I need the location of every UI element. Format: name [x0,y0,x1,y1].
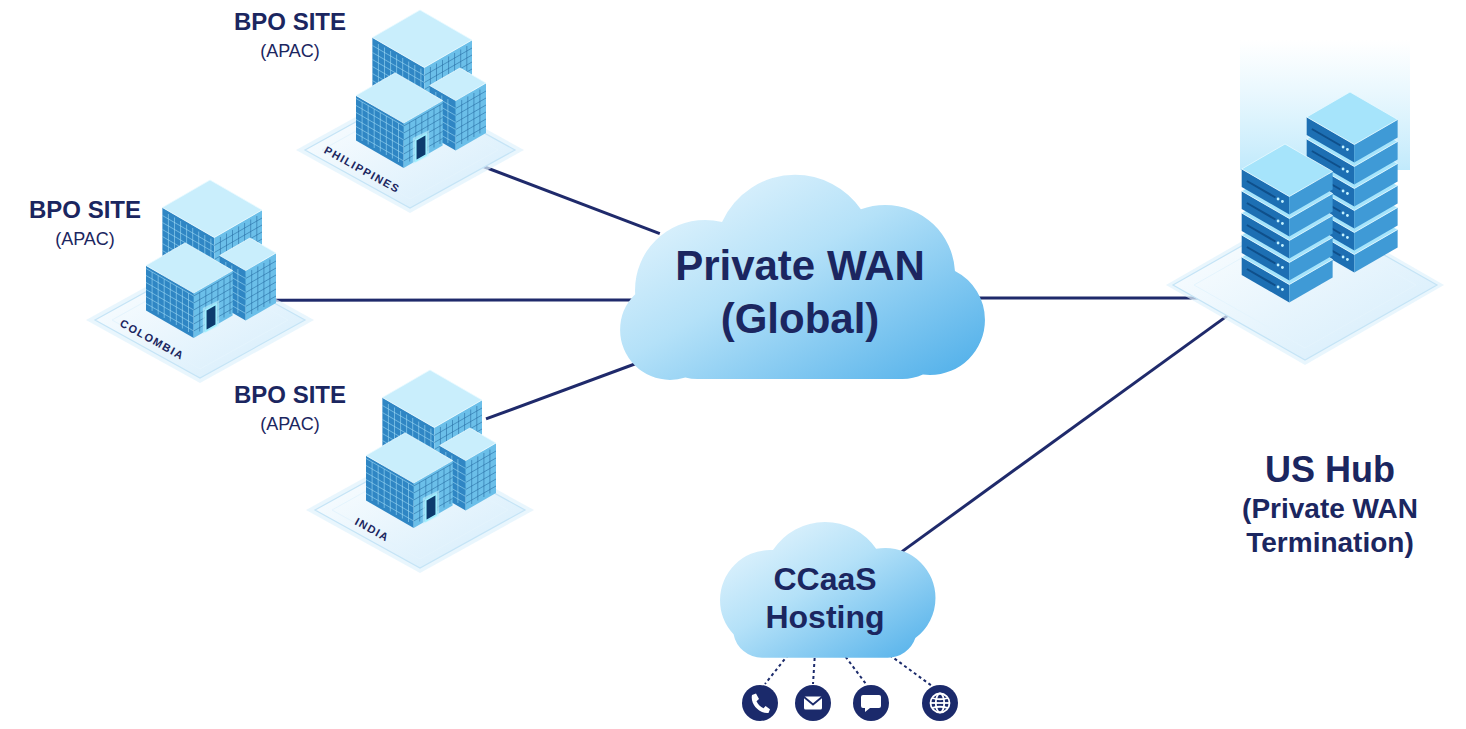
status-light [1342,256,1345,259]
status-light [1342,146,1345,149]
site-node: BPO SITE(APAC)INDIA [310,360,530,570]
cloud-label: CCaaS Hosting [750,560,900,637]
site-heading: BPO SITE [29,196,141,225]
phone-glyph [752,694,770,714]
block-top [372,10,472,68]
wan-link [958,296,1202,299]
globe-rim [931,694,950,713]
hub-label: (Private WAN Termination) [1210,492,1450,559]
block-top [366,433,453,483]
cloud-label: Private WAN (Global) [650,240,950,345]
block-top [1242,144,1333,197]
window-grid [404,104,443,162]
status-light [1277,286,1280,289]
globe-glyph [931,694,950,713]
status-light [1342,212,1345,215]
status-light [1346,192,1349,195]
hub-shape [1170,60,1440,365]
site-heading: (APAC) [55,229,115,251]
block-top [162,180,262,238]
cloud-shape [704,520,946,665]
slab-groove [1247,269,1276,286]
status-light [1346,170,1349,173]
window-grid [414,464,453,522]
chat-glyph [861,695,881,712]
hub-label: US Hub [1265,448,1395,491]
mail-glyph [804,697,822,710]
icon-disc [922,685,958,721]
icon-disc [742,685,778,721]
status-light [1342,190,1345,193]
door-glow [203,300,219,334]
chat-icon [853,685,889,721]
cloud-shape [610,170,990,390]
site-heading: (APAC) [260,414,320,436]
site-heading: BPO SITE [234,381,346,410]
status-light [1281,200,1284,203]
site-heading: (APAC) [260,41,320,63]
door [416,134,426,161]
hub-node: US Hub(Private WAN Termination) [1170,60,1440,365]
building-illustration [296,10,524,213]
status-light [1281,288,1284,291]
status-light [1346,258,1349,261]
server-illustration [1166,40,1444,365]
wan-link [476,164,660,234]
web-icon [922,685,958,721]
wan-link [266,299,642,302]
status-light [1277,264,1280,267]
window-grid [356,99,404,163]
door [426,494,436,521]
status-light [1281,266,1284,269]
status-light [1277,242,1280,245]
status-light [1346,214,1349,217]
door-glow [413,130,429,164]
slab-groove [1312,129,1341,146]
status-light [1277,198,1280,201]
status-light [1277,220,1280,223]
window-grid [194,274,233,332]
status-light [1281,222,1284,225]
window-grid [366,459,414,523]
window-grid [246,260,276,315]
block-top [1307,92,1398,145]
mail-flap [804,697,822,705]
window-grid [146,269,194,333]
cloud-node: Private WAN (Global) [610,170,990,390]
status-light [1346,236,1349,239]
slab-groove [1247,181,1276,198]
door [206,304,216,331]
site-node: BPO SITE(APAC)PHILIPPINES [300,0,520,210]
base-plate [1173,210,1437,360]
globe-equator [931,702,950,704]
door-glow [423,490,439,524]
block-top [146,243,233,293]
mail-icon [795,685,831,721]
block-top [356,73,443,123]
site-node: BPO SITE(APAC)COLOMBIA [90,170,310,380]
site-heading: BPO SITE [234,8,346,37]
window-grid [466,450,496,505]
slab-groove [1247,203,1276,220]
cloud-node: CCaaS Hosting [704,520,946,665]
status-light [1281,244,1284,247]
block-top [382,370,482,428]
status-light [1346,148,1349,151]
status-light [1342,234,1345,237]
icon-disc [853,685,889,721]
slab-groove [1247,225,1276,242]
window-grid [456,90,486,145]
phone-icon [742,685,778,721]
icon-disc [795,685,831,721]
status-light [1342,168,1345,171]
globe-latitude [932,698,948,708]
slab-groove [1247,247,1276,264]
